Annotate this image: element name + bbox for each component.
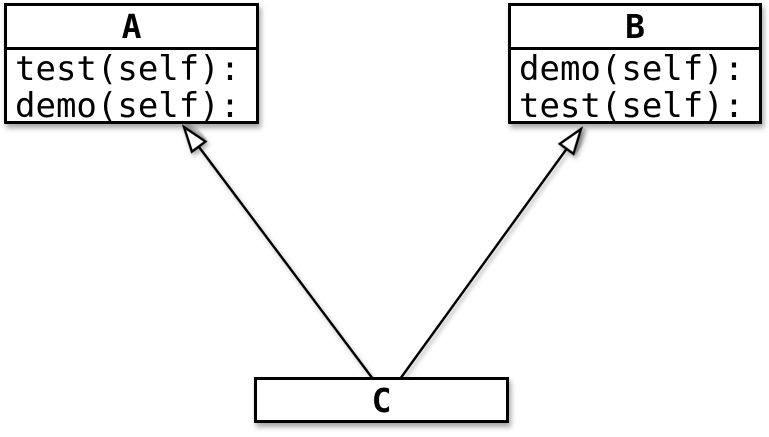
method-label: test(self):: [519, 86, 745, 126]
inheritance-arrow-c-to-b: [399, 129, 581, 380]
class-a-methods: test(self): demo(self):: [7, 50, 256, 127]
class-box-a: A test(self): demo(self):: [4, 3, 259, 127]
inheritance-arrow-c-to-a: [184, 127, 374, 380]
method-label: demo(self):: [15, 86, 241, 126]
class-a-title: A: [7, 6, 256, 50]
class-box-c: C: [254, 377, 509, 423]
class-c-title: C: [371, 380, 392, 420]
method-label: test(self):: [15, 49, 241, 89]
class-b-methods: demo(self): test(self):: [511, 50, 759, 127]
method-label: demo(self):: [519, 49, 745, 89]
class-box-b: B demo(self): test(self):: [508, 3, 762, 127]
class-b-title: B: [511, 6, 759, 50]
